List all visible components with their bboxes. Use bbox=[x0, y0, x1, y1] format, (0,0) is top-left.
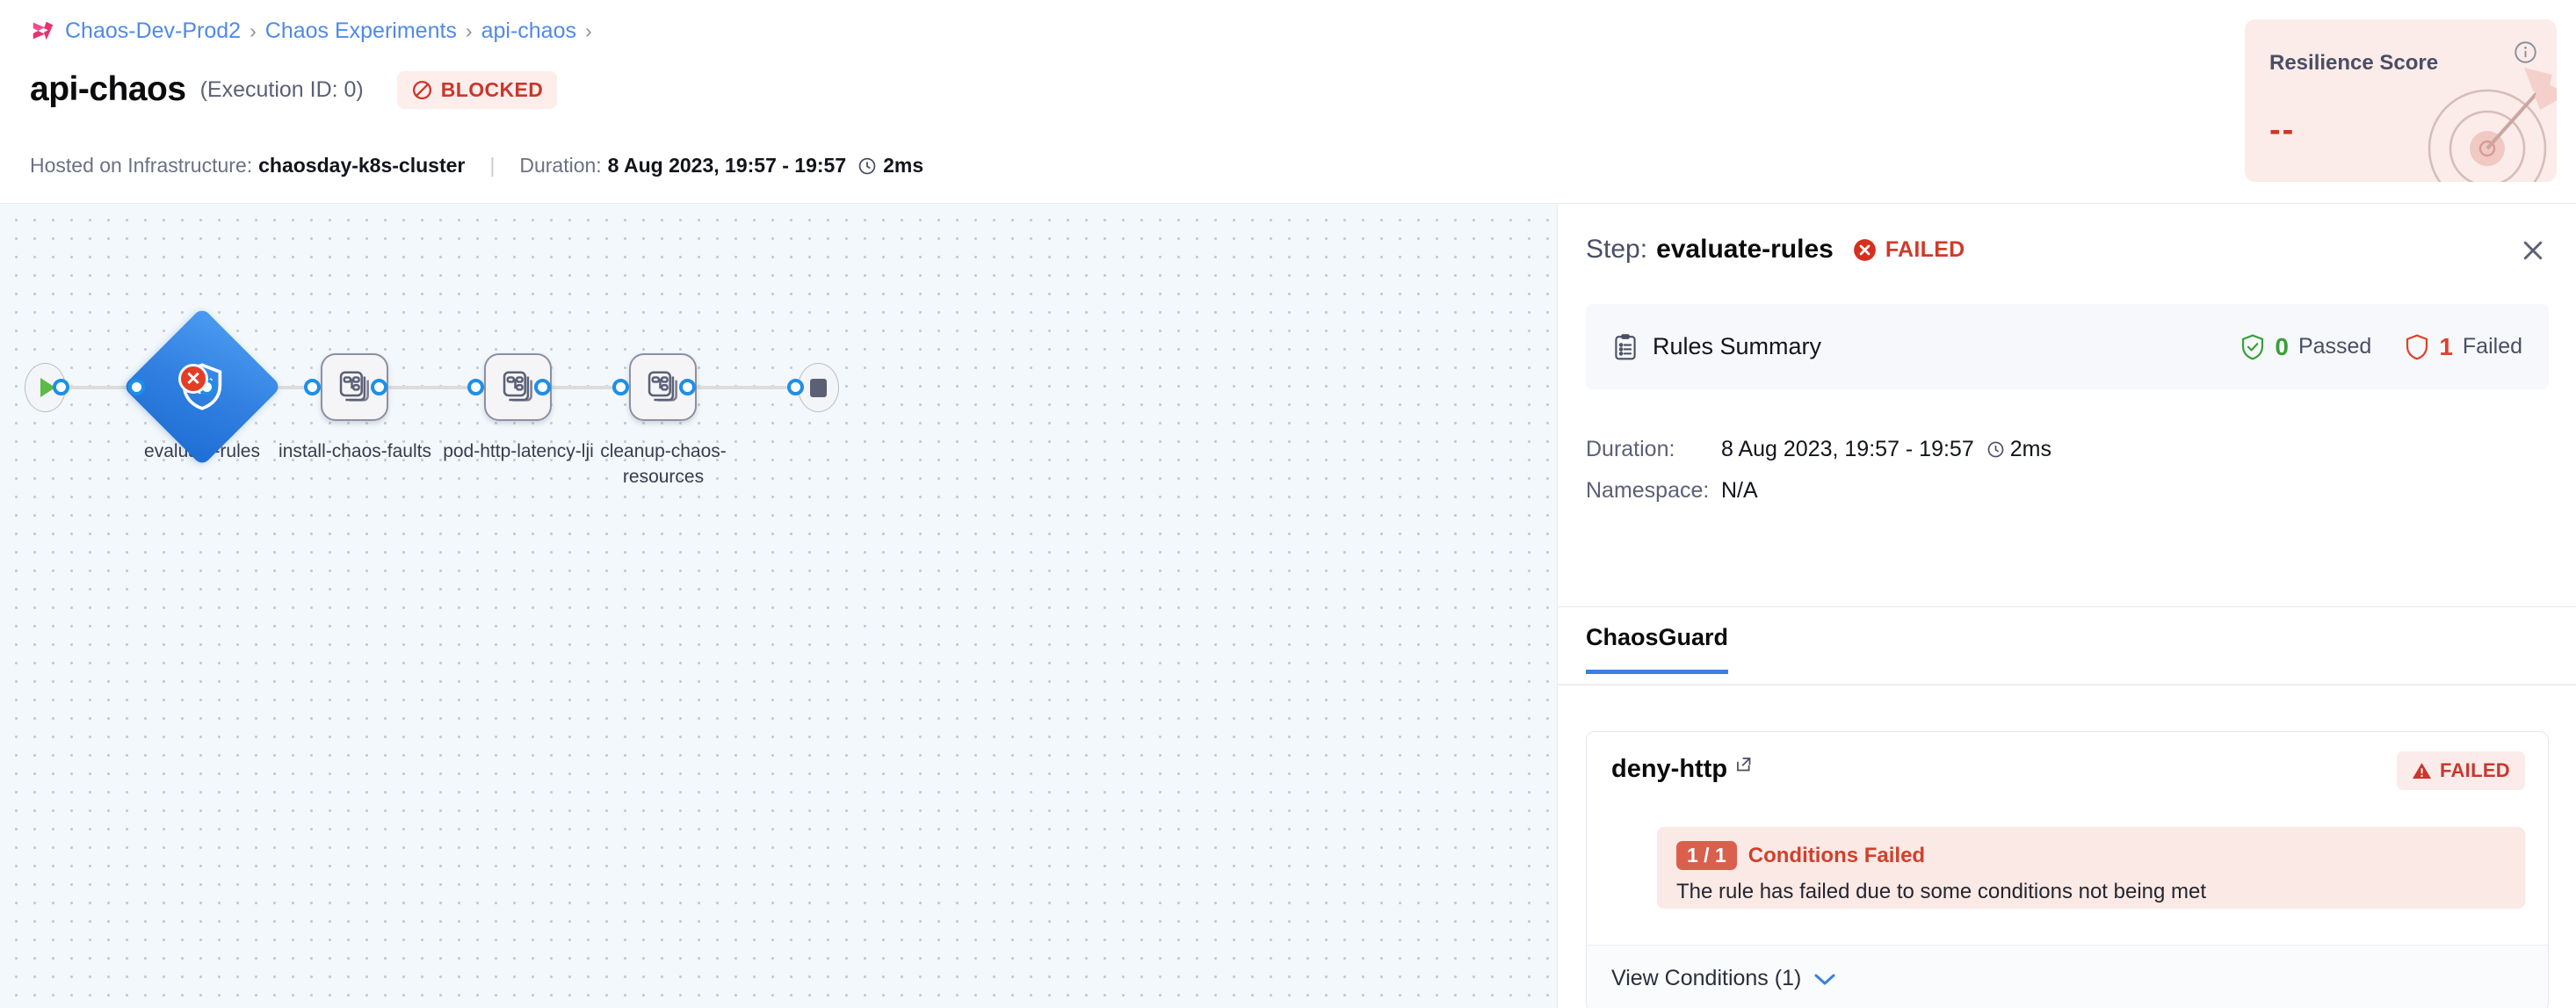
pipeline-graph: ✕ evaluate-rules install-chaos-faults bbox=[0, 204, 1557, 573]
stop-icon bbox=[810, 378, 827, 397]
duration-label: Duration: bbox=[519, 154, 602, 177]
target-dart-icon bbox=[2428, 68, 2557, 182]
chaos-fault-icon bbox=[339, 371, 369, 402]
port-latency-out[interactable] bbox=[534, 379, 551, 395]
rule-status-badge: FAILED bbox=[2396, 751, 2525, 790]
error-x-icon bbox=[1853, 238, 1877, 262]
panel-divider bbox=[1558, 606, 2576, 607]
rule-status-text: FAILED bbox=[2439, 759, 2510, 781]
port-install-in[interactable] bbox=[304, 379, 321, 395]
step-name: evaluate-rules bbox=[1656, 235, 1834, 264]
infrastructure-label: Hosted on Infrastructure: bbox=[30, 154, 253, 177]
page-header: Chaos-Dev-Prod2 › Chaos Experiments › ap… bbox=[0, 0, 2576, 204]
blocked-circle-icon bbox=[411, 79, 433, 101]
breadcrumb-item-0[interactable]: Chaos-Dev-Prod2 bbox=[65, 18, 242, 43]
step-details-panel: Step: evaluate-rules FAILED bbox=[1557, 204, 2576, 1008]
rules-passed-label: Passed bbox=[2297, 334, 2372, 359]
detail-namespace-value: N/A bbox=[1721, 478, 1758, 503]
resilience-score-card: Resilience Score -- bbox=[2245, 19, 2557, 182]
port-cleanup-out[interactable] bbox=[679, 379, 696, 395]
breadcrumb: Chaos-Dev-Prod2 › Chaos Experiments › ap… bbox=[30, 18, 592, 44]
port-start-out[interactable] bbox=[53, 379, 69, 395]
breadcrumb-item-1[interactable]: Chaos Experiments bbox=[264, 18, 457, 43]
rules-summary-title: Rules Summary bbox=[1653, 333, 1822, 359]
edge-cleanup-to-end bbox=[659, 386, 795, 389]
resilience-score-title: Resilience Score bbox=[2269, 51, 2439, 75]
detail-duration-key: Duration: bbox=[1586, 437, 1675, 461]
detail-duration-value: 8 Aug 2023, 19:57 - 19:57 bbox=[1721, 437, 1974, 461]
conditions-failed-title: Conditions Failed bbox=[1747, 843, 1926, 867]
pipeline-node-label-cleanup-chaos-resources: cleanup-chaos-resources bbox=[600, 441, 727, 487]
duration-elapsed: 2ms bbox=[883, 154, 924, 177]
pipeline-node-label-install-chaos-faults: install-chaos-faults bbox=[279, 441, 431, 461]
title-row: api-chaos (Execution ID: 0) BLOCKED bbox=[30, 70, 558, 109]
step-status-text: FAILED bbox=[1885, 236, 1965, 262]
panel-tabs: ChaosGuard bbox=[1586, 624, 1729, 674]
rules-failed-label: Failed bbox=[2462, 334, 2522, 359]
rules-failed-count: 1 bbox=[2439, 332, 2453, 360]
rules-passed-count: 0 bbox=[2275, 332, 2289, 360]
pipeline-node-label-pod-http-latency: pod-http-latency-lji bbox=[443, 441, 594, 461]
rules-failed-stat: 1 Failed bbox=[2405, 333, 2522, 361]
warning-triangle-icon bbox=[2412, 763, 2432, 780]
clock-icon bbox=[846, 156, 883, 176]
edge-start-to-evaluate bbox=[63, 386, 169, 389]
rules-passed-stat: 0 Passed bbox=[2240, 333, 2371, 361]
port-latency-in[interactable] bbox=[467, 379, 484, 395]
detail-duration-elapsed: 2ms bbox=[2009, 437, 2051, 461]
chaos-fault-icon bbox=[503, 371, 532, 402]
play-icon bbox=[40, 378, 55, 397]
rule-name: deny-http bbox=[1611, 755, 1728, 783]
meta-divider: | bbox=[489, 154, 496, 177]
close-panel-button[interactable] bbox=[2514, 232, 2551, 269]
close-icon bbox=[2523, 241, 2543, 260]
breadcrumb-separator: › bbox=[465, 18, 473, 42]
pipeline-canvas[interactable]: ✕ evaluate-rules install-chaos-faults bbox=[0, 204, 1557, 1008]
edge-latency-to-cleanup bbox=[514, 386, 628, 389]
port-evaluate-in[interactable] bbox=[128, 379, 145, 395]
port-install-out[interactable] bbox=[371, 379, 387, 395]
rule-card-deny-http: deny-http FAILED 1 / 1 Conditions Failed bbox=[1586, 731, 2549, 1008]
tabs-baseline bbox=[1558, 684, 2576, 685]
breadcrumb-item-2[interactable]: api-chaos bbox=[481, 18, 576, 43]
breadcrumb-separator: › bbox=[250, 18, 257, 42]
infrastructure-value: chaosday-k8s-cluster bbox=[258, 154, 466, 177]
duration-value: 8 Aug 2023, 19:57 - 19:57 bbox=[607, 154, 847, 177]
conditions-failed-box: 1 / 1 Conditions Failed The rule has fai… bbox=[1657, 827, 2525, 909]
conditions-failed-description: The rule has failed due to some conditio… bbox=[1676, 880, 2207, 903]
rules-summary-card: Rules Summary 0 Passed 1 Failed bbox=[1586, 304, 2549, 389]
execution-id: (Execution ID: 0) bbox=[199, 76, 364, 102]
shield-check-icon bbox=[2242, 334, 2264, 359]
view-conditions-toggle[interactable]: View Conditions (1) bbox=[1587, 945, 2548, 1008]
tab-chaosguard[interactable]: ChaosGuard bbox=[1586, 624, 1729, 674]
step-label: Step: bbox=[1586, 235, 1648, 264]
breadcrumb-separator-trailing: › bbox=[585, 18, 592, 42]
step-status-badge: FAILED bbox=[1853, 237, 1965, 263]
status-badge: BLOCKED bbox=[396, 70, 558, 109]
chaos-fault-icon bbox=[648, 371, 677, 402]
port-cleanup-in[interactable] bbox=[612, 379, 629, 395]
pipeline-end-node[interactable] bbox=[798, 363, 839, 412]
status-badge-label: BLOCKED bbox=[440, 77, 544, 101]
step-details-header: Step: evaluate-rules FAILED bbox=[1558, 204, 2576, 295]
external-link-icon[interactable] bbox=[1734, 755, 1753, 773]
view-conditions-label: View Conditions (1) bbox=[1611, 966, 1802, 990]
harness-logo-icon bbox=[30, 18, 56, 44]
chevron-down-icon bbox=[1814, 974, 1835, 984]
page-title: api-chaos bbox=[30, 70, 186, 108]
clipboard-icon bbox=[1612, 333, 1639, 361]
meta-row: Hosted on Infrastructure: chaosday-k8s-c… bbox=[30, 154, 923, 178]
detail-duration: Duration: 8 Aug 2023, 19:57 - 19:57 2ms bbox=[1586, 437, 2051, 462]
edge-install-to-latency bbox=[369, 386, 483, 389]
port-end-in[interactable] bbox=[787, 379, 804, 395]
shield-outline-icon bbox=[2406, 334, 2428, 359]
detail-namespace: Namespace: N/A bbox=[1586, 478, 1758, 504]
detail-namespace-key: Namespace: bbox=[1586, 478, 1710, 503]
error-x-icon[interactable]: ✕ bbox=[178, 364, 208, 394]
clock-icon bbox=[1987, 441, 2004, 458]
resilience-score-value: -- bbox=[2269, 112, 2296, 149]
conditions-failed-count-badge: 1 / 1 bbox=[1676, 841, 1737, 870]
